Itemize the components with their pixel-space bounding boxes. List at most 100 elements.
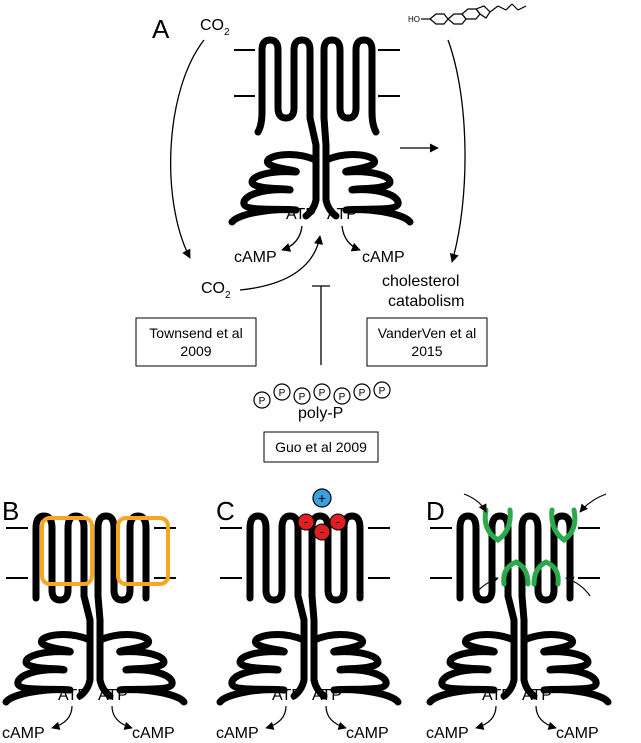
phosphate-bead: P xyxy=(353,383,371,401)
left-transmembrane-helices xyxy=(246,512,308,634)
svg-text:-: - xyxy=(304,514,308,529)
phosphate-bead: P xyxy=(373,381,391,399)
atp-right-label: ATP xyxy=(327,206,357,223)
right-transmembrane-helices xyxy=(518,512,574,634)
townsend-ref-box xyxy=(135,317,257,367)
vanderven-ref-line1: VanderVen et al xyxy=(378,325,477,341)
svg-text:P: P xyxy=(339,392,346,403)
camp-arrow-left xyxy=(51,705,73,730)
movement-arrow xyxy=(579,493,607,513)
camp-left-label: cAMP xyxy=(216,725,259,742)
right-cytoplasmic-domain xyxy=(310,626,402,706)
polyp-label: poly-P xyxy=(298,405,343,422)
co2-activation-arrow xyxy=(239,235,324,291)
panel-d: D ATP ATP cAMP cAMP xyxy=(426,493,612,742)
panel-d-letter: D xyxy=(426,496,445,526)
co2-diffusion-arrow xyxy=(169,39,205,259)
camp-right-label: cAMP xyxy=(132,725,175,742)
atp-right-label: ATP xyxy=(312,687,342,704)
phosphate-bead: P xyxy=(293,387,311,405)
svg-text:P: P xyxy=(319,388,326,399)
left-cytoplasmic-domain xyxy=(228,146,320,226)
right-cytoplasmic-domain xyxy=(520,626,612,706)
panel-c-letter: C xyxy=(216,496,235,526)
right-lower-green-helix xyxy=(531,559,561,587)
left-linker xyxy=(76,636,94,700)
svg-text:P: P xyxy=(279,388,286,399)
left-transmembrane-helices xyxy=(456,512,518,634)
panel-b: B ATP ATP cAMP cAMP xyxy=(2,496,188,742)
camp-right-label: cAMP xyxy=(556,725,599,742)
left-transmembrane-helices xyxy=(32,512,94,634)
right-cytoplasmic-domain xyxy=(96,626,188,706)
phosphate-bead: P xyxy=(273,383,291,401)
atp-to-camp-arrow-right xyxy=(341,225,361,252)
left-cytoplasmic-domain xyxy=(2,626,94,706)
camp-right-label: cAMP xyxy=(346,725,389,742)
svg-text:P: P xyxy=(379,386,386,397)
negative-charge-icon: - xyxy=(329,513,347,531)
atp-left-label: ATP xyxy=(272,687,302,704)
cholesterol-molecule-icon: HO xyxy=(408,3,527,25)
cholesterol-line1: cholesterol xyxy=(382,273,459,290)
right-cytoplasmic-domain xyxy=(322,146,414,226)
left-upper-green-helix xyxy=(482,507,513,544)
phosphate-bead: P xyxy=(313,383,331,401)
phosphate-bead: P xyxy=(253,391,271,409)
right-transmembrane-helices xyxy=(308,512,364,634)
atp-left-label: ATP xyxy=(58,687,88,704)
co2-top-label: CO2 xyxy=(200,17,230,38)
right-transmembrane-helices xyxy=(94,512,150,634)
camp-right-label: cAMP xyxy=(362,249,405,266)
vanderven-ref-box xyxy=(366,317,488,367)
camp-arrow-right xyxy=(111,705,133,730)
atp-right-label: ATP xyxy=(98,687,128,704)
left-linker xyxy=(500,636,518,700)
svg-text:HO: HO xyxy=(408,15,420,24)
left-linker xyxy=(290,636,308,700)
atp-to-camp-arrow-left xyxy=(281,225,303,252)
camp-arrow-left xyxy=(265,705,287,730)
right-linker xyxy=(520,636,538,700)
right-linker xyxy=(310,636,328,700)
atp-right-label: ATP xyxy=(522,687,552,704)
svg-text:-: - xyxy=(320,524,324,539)
phosphate-bead: P xyxy=(333,387,351,405)
right-helix-bundle-box xyxy=(116,516,170,586)
negative-charge-icon: - xyxy=(313,523,331,541)
left-helix-bundle-box xyxy=(40,516,94,586)
vanderven-ref-line2: 2015 xyxy=(411,343,442,359)
panel-a-letter: A xyxy=(152,14,170,44)
left-transmembrane-helices xyxy=(254,36,320,154)
camp-left-label: cAMP xyxy=(426,725,469,742)
left-cytoplasmic-domain xyxy=(426,626,518,706)
movement-arrow xyxy=(473,576,499,597)
co2-mid-label: CO2 xyxy=(201,280,231,301)
atp-left-label: ATP xyxy=(482,687,512,704)
townsend-ref-line1: Townsend et al xyxy=(149,325,242,341)
movement-arrow xyxy=(565,576,591,597)
guo-ref-box xyxy=(263,431,379,463)
svg-text:+: + xyxy=(318,490,326,506)
left-lower-green-helix xyxy=(501,559,531,587)
camp-arrow-right xyxy=(535,705,557,730)
right-upper-green-helix xyxy=(549,507,578,544)
panel-a: A ATP ATP cAMP cAMP CO2 xyxy=(135,3,527,463)
positive-charge-icon: + xyxy=(312,488,332,508)
guo-ref-label: Guo et al 2009 xyxy=(275,439,367,455)
svg-text:P: P xyxy=(259,396,266,407)
cholesterol-line2: catabolism xyxy=(388,293,464,310)
panel-b-letter: B xyxy=(2,496,19,526)
left-cytoplasmic-domain xyxy=(216,626,308,706)
camp-arrow-right xyxy=(325,705,347,730)
townsend-ref-line2: 2009 xyxy=(180,343,211,359)
svg-text:-: - xyxy=(336,514,340,529)
svg-text:P: P xyxy=(359,388,366,399)
cholesterol-arrow xyxy=(447,39,466,263)
camp-left-label: cAMP xyxy=(2,725,45,742)
negative-charge-icon: - xyxy=(297,513,315,531)
svg-text:P: P xyxy=(299,392,306,403)
atp-left-label: ATP xyxy=(286,206,316,223)
